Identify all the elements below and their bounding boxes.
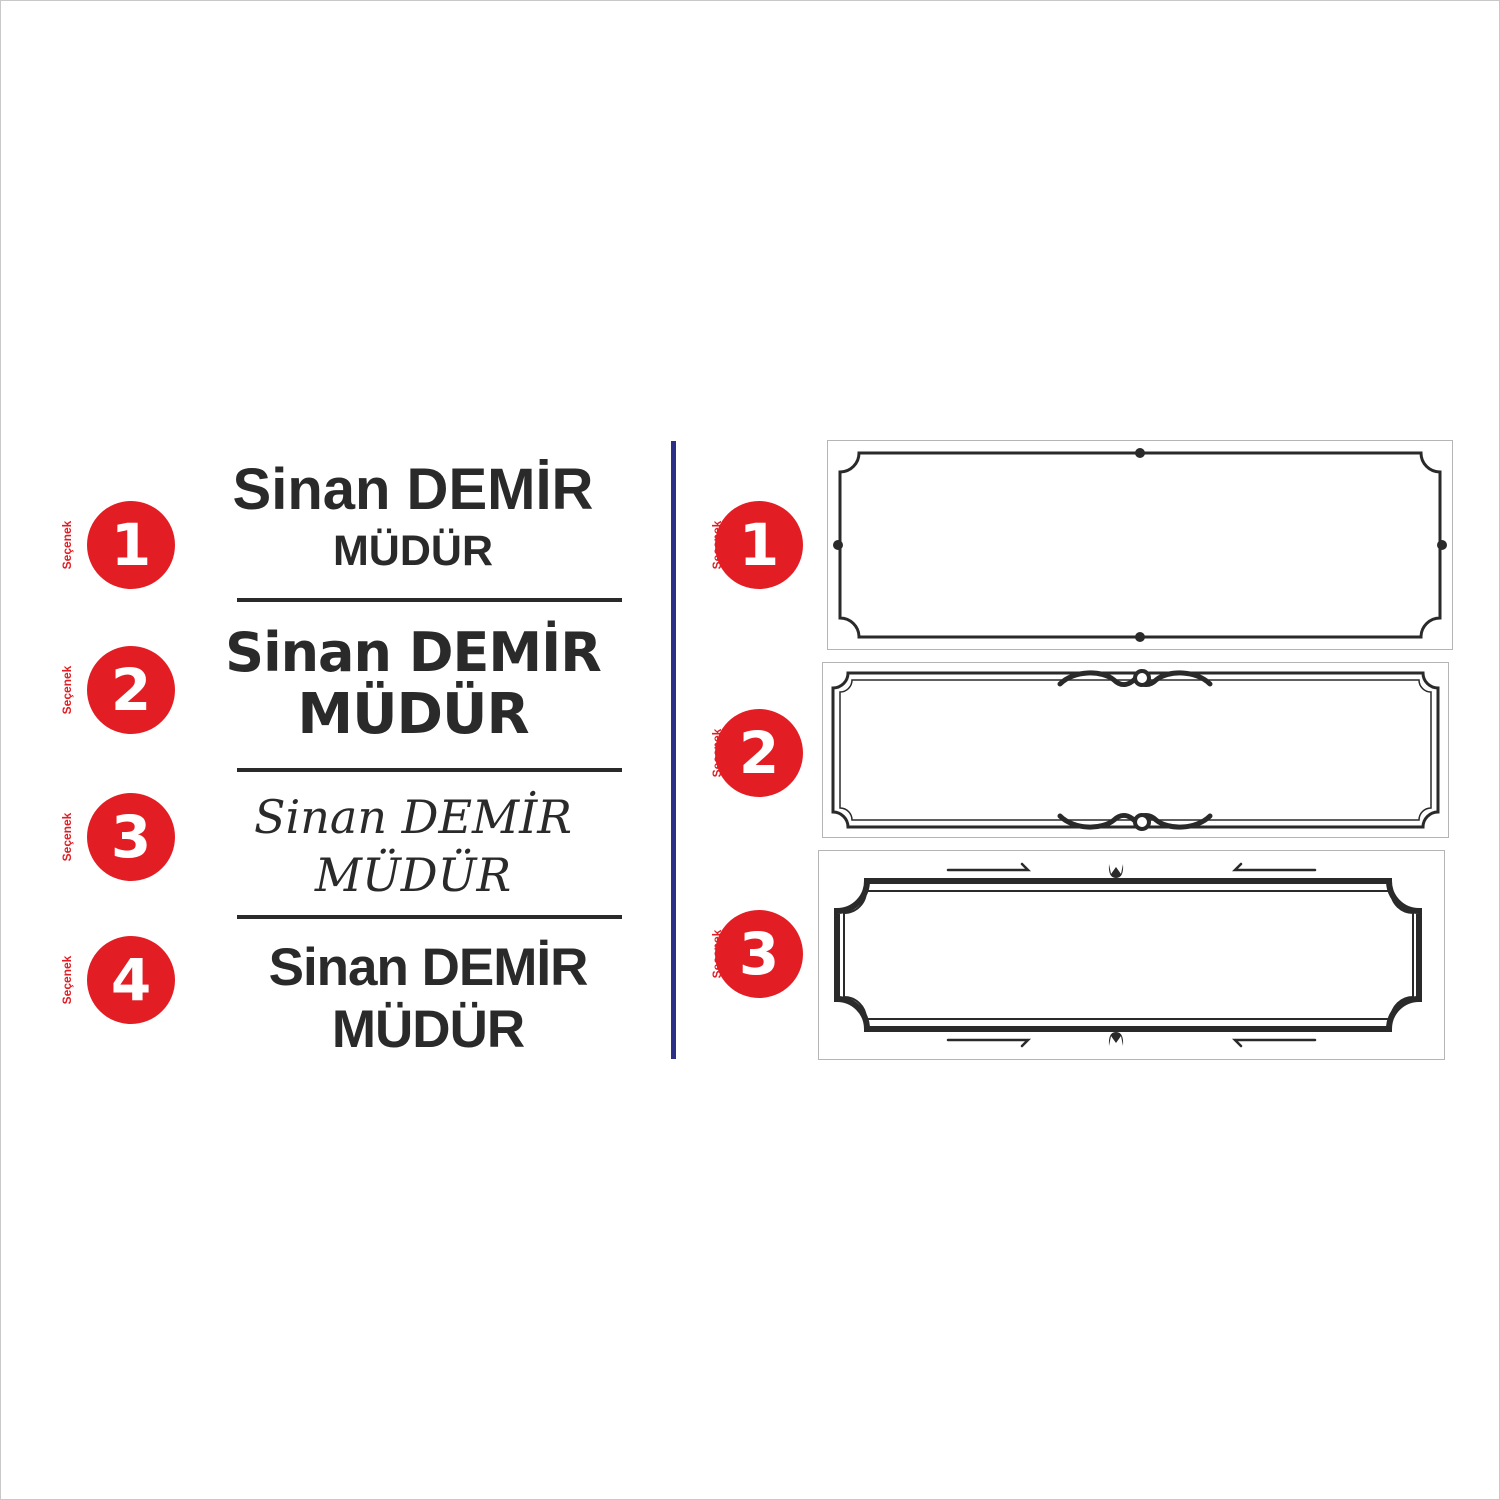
option-number-circle: 2 — [87, 646, 175, 734]
font-option-4-badge[interactable]: Seçenek 4 — [20, 930, 175, 1030]
frame-option-3[interactable] — [818, 850, 1445, 1060]
font-option-2-badge[interactable]: Seçenek 2 — [20, 640, 175, 740]
tulip-arrow-frame-icon — [818, 850, 1445, 1060]
frame-option-3-badge[interactable]: Seçenek 3 — [670, 904, 820, 1004]
font-option-1-badge[interactable]: Seçenek 1 — [20, 495, 175, 595]
sample-title: MÜDÜR — [297, 682, 529, 747]
frame-option-2-badge[interactable]: Seçenek 2 — [670, 703, 820, 803]
sample-name: Sinan DEMİR — [254, 790, 572, 844]
sample-title: MÜDÜR — [332, 527, 494, 575]
frame-option-1-badge[interactable]: Seçenek 1 — [670, 495, 820, 595]
option-number-circle: 3 — [715, 910, 803, 998]
option-number-circle: 3 — [87, 793, 175, 881]
option-label: Seçenek — [60, 955, 74, 1005]
font-option-1-sample[interactable]: Sinan DEMİR MÜDÜR — [190, 455, 636, 577]
option-number-circle: 2 — [715, 709, 803, 797]
sample-title: MÜDÜR — [314, 848, 512, 902]
option-label: Seçenek — [60, 665, 74, 715]
option-number-circle: 4 — [87, 936, 175, 1024]
font-option-4-sample[interactable]: Sinan DEMİR MÜDÜR — [205, 936, 651, 1060]
sample-title: MÜDÜR — [331, 1000, 525, 1059]
option-number-circle: 1 — [715, 501, 803, 589]
vertical-divider — [671, 441, 676, 1059]
option-label: Seçenek — [60, 520, 74, 570]
separator-line — [237, 768, 622, 772]
option-label: Seçenek — [60, 812, 74, 862]
sample-name: Sinan DEMİR — [268, 938, 589, 997]
font-option-2-sample[interactable]: Sinan DEMİR MÜDÜR — [190, 622, 636, 746]
sample-name: Sinan DEMİR — [232, 457, 594, 522]
separator-line — [237, 915, 622, 919]
dot-corner-frame-icon — [827, 440, 1453, 650]
separator-line — [237, 598, 622, 602]
scroll-ornament-frame-icon — [822, 662, 1449, 838]
frame-option-1[interactable] — [827, 440, 1453, 650]
sample-name: Sinan DEMİR — [225, 621, 602, 684]
font-option-3-badge[interactable]: Seçenek 3 — [20, 787, 175, 887]
option-number-circle: 1 — [87, 501, 175, 589]
frame-option-2[interactable] — [822, 662, 1449, 838]
font-option-3-sample[interactable]: Sinan DEMİR MÜDÜR — [190, 788, 636, 904]
